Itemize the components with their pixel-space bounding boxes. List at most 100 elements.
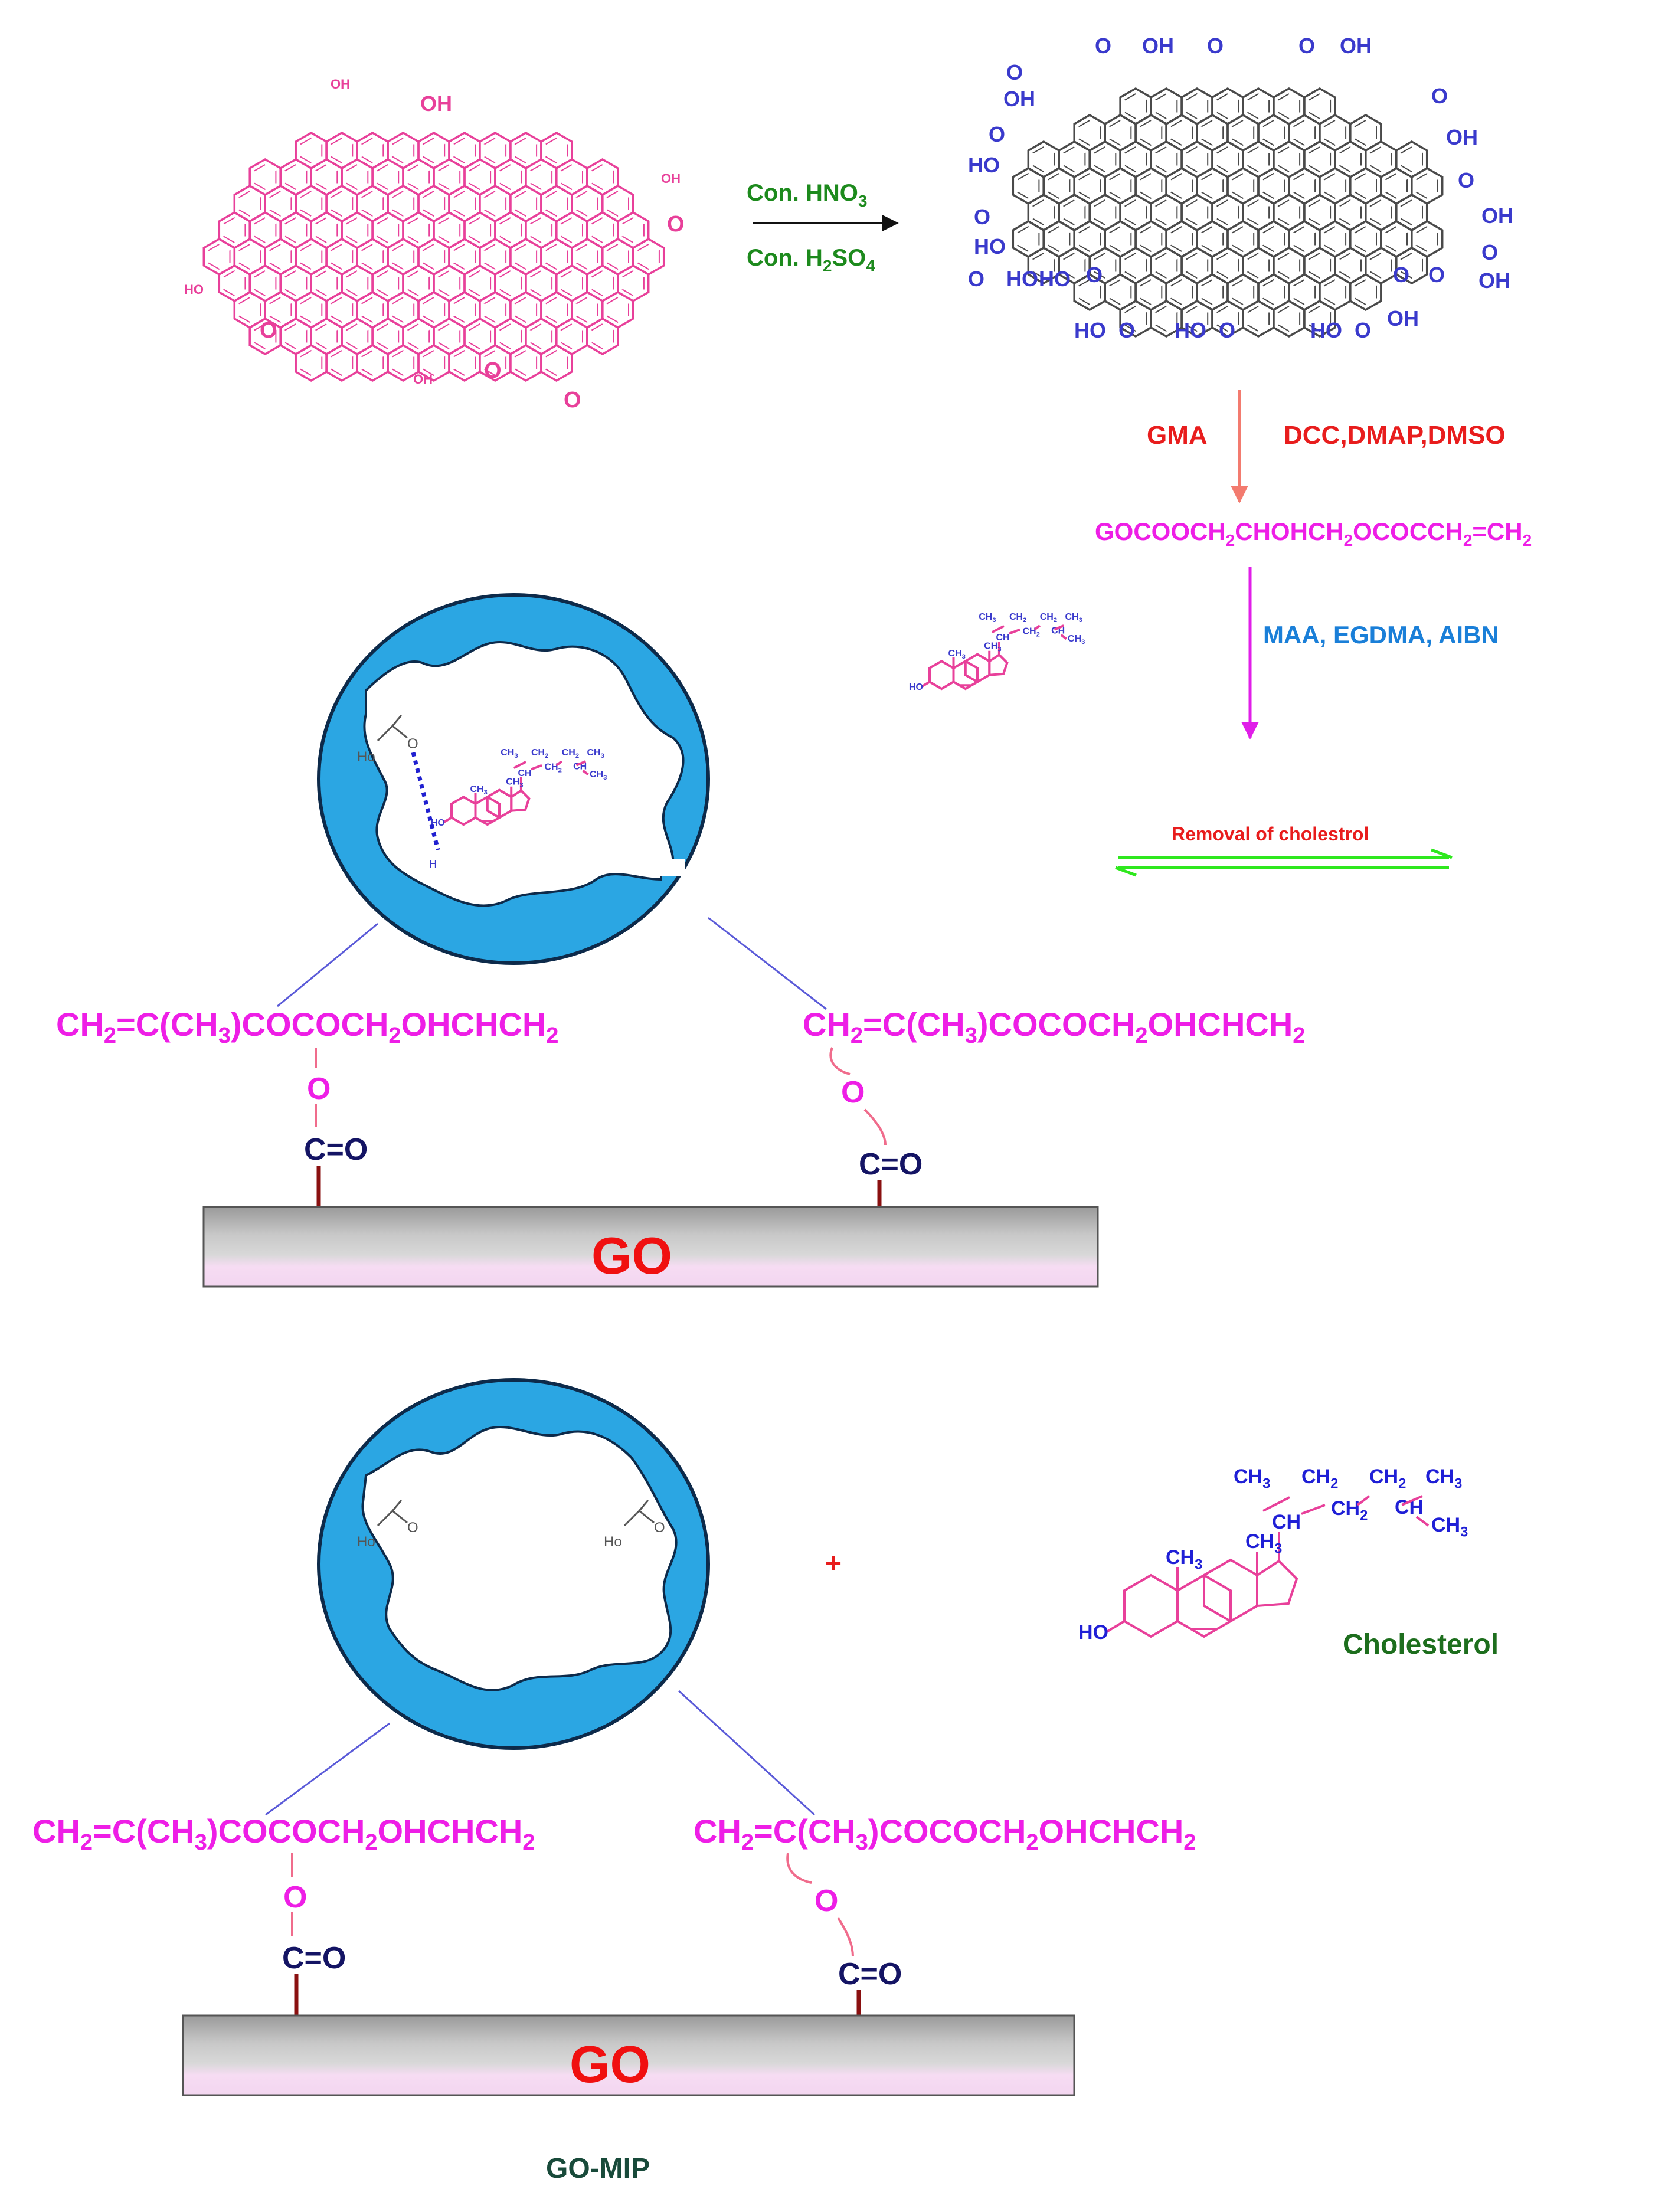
aromatic-ring-inner [422,349,446,377]
aromatic-ring-inner [1262,172,1285,199]
aromatic-ring-inner [269,190,292,217]
aromatic-ring-inner [330,190,354,217]
aromatic-ring-inner [269,243,292,270]
aromatic-ring-inner [1277,93,1301,120]
carboxyl-label: O [1207,34,1224,58]
mip-sphere-empty: Ho O Ho O [317,1378,710,1750]
graphite-oh-label: OH [661,171,681,186]
aromatic-ring-inner [376,270,400,297]
aromatic-ring-inner [591,323,614,350]
graphite-oh-label: OH [331,77,350,91]
aromatic-ring-inner [499,217,522,244]
aromatic-ring-inner [1139,172,1163,199]
aromatic-ring-inner [315,217,338,244]
aromatic-ring-inner [1185,93,1209,120]
graphite-sheet-drawing [202,131,665,382]
aromatic-ring-inner [1231,225,1255,253]
go-sheet-drawing [1012,87,1444,338]
methylene-label: CH2 [1331,1497,1368,1524]
aromatic-ring-inner [223,270,246,297]
go-slab-label: GO [570,2035,650,2093]
methylene-label: CH2 [562,748,579,760]
aromatic-ring-inner [1200,225,1224,253]
aromatic-ring-inner [499,270,522,297]
aromatic-ring [1303,299,1336,338]
cavity-ho-label: Ho [357,1534,375,1550]
aromatic-ring-inner [1124,199,1147,226]
aromatic-ring-inner [1139,225,1163,253]
methyl-label: CH3 [590,770,607,781]
reagent-gma: GMA [1147,421,1208,450]
aromatic-ring-inner [1277,146,1301,173]
aromatic-ring-inner [483,190,507,217]
aromatic-ring-inner [453,296,476,323]
aromatic-ring-inner [1231,172,1255,199]
aromatic-ring-inner [1108,172,1132,199]
carboxyl-label: HO [974,234,1006,258]
aromatic-ring-inner [345,163,369,191]
aromatic-ring-inner [514,137,538,164]
aromatic-ring-inner [300,243,323,270]
aromatic-ring-inner [468,270,492,297]
methylene-label: CH2 [1369,1465,1406,1492]
aromatic-ring-inner [1354,172,1377,199]
carboxyl-label: O [989,122,1005,146]
aromatic-ring-inner [315,270,338,297]
methylene-label: CH2 [1301,1465,1338,1492]
aromatic-ring-inner [1247,305,1270,332]
cholesterol-ho-label: HO [431,818,445,828]
aromatic-ring-inner [330,349,354,377]
aromatic-ring-inner [1339,199,1362,226]
aromatic-ring-inner [1185,252,1209,279]
side-chain-bond [1060,634,1067,640]
steroid-ring-a [1123,1573,1179,1638]
ester-oxygen: O [841,1075,865,1110]
methylene-label: CH2 [545,762,562,774]
carboxyl-label: O [968,267,984,291]
carboxyl-label: O [1118,318,1135,342]
aromatic-ring-inner [529,270,553,297]
aromatic-ring-inner [1400,199,1423,226]
go-slab-label: GO [591,1226,672,1285]
aromatic-ring-inner [1154,252,1178,279]
ch-label: CH [996,633,1010,643]
aromatic-ring-inner [1400,252,1423,279]
aromatic-ring-inner [1293,119,1316,146]
aromatic-ring-inner [1154,146,1178,173]
methylene-label: CH2 [531,748,548,760]
reagent-dcc-dmap-dmso: DCC,DMAP,DMSO [1284,421,1506,450]
aromatic-ring-inner [468,163,492,191]
carboxyl-label: OH [1142,34,1174,58]
aromatic-ring-inner [330,137,354,164]
aromatic-ring-inner [422,137,446,164]
methylene-label: CH2 [1023,626,1040,638]
aromatic-ring-inner [1170,279,1193,306]
aromatic-ring-inner [1293,225,1316,253]
aromatic-ring-inner [1247,146,1270,173]
aromatic-ring-inner [1170,225,1193,253]
connector-line [678,1690,816,1816]
hydroxyl-bond [443,816,453,824]
aromatic-ring-inner [1323,172,1347,199]
methyl-label: CH3 [1425,1465,1462,1492]
ester-oxygen: O [307,1072,331,1106]
methyl-label: CH3 [984,642,1001,653]
aromatic-ring-inner [499,323,522,350]
methyl-label: CH3 [501,748,518,760]
aromatic-ring-inner [1308,146,1332,173]
aromatic-ring-inner [1063,252,1086,279]
reagent-maa-egdma-aibn: MAA, EGDMA, AIBN [1263,621,1499,649]
aromatic-ring-inner [254,217,277,244]
cavity-ho-label: Ho [604,1534,622,1550]
aromatic-ring-inner [1369,252,1392,279]
carboxyl-label: O [1095,34,1111,58]
carboxyl-label: O [1355,318,1371,342]
aromatic-ring-inner [391,296,415,323]
aromatic-ring-inner [545,349,568,377]
aromatic-ring-inner [1216,146,1239,173]
aromatic-ring-inner [1094,146,1117,173]
aromatic-ring-inner [422,190,446,217]
methyl-label: CH3 [979,612,996,624]
carboxyl-label: OH [1340,34,1372,58]
aromatic-ring-inner [1108,119,1132,146]
